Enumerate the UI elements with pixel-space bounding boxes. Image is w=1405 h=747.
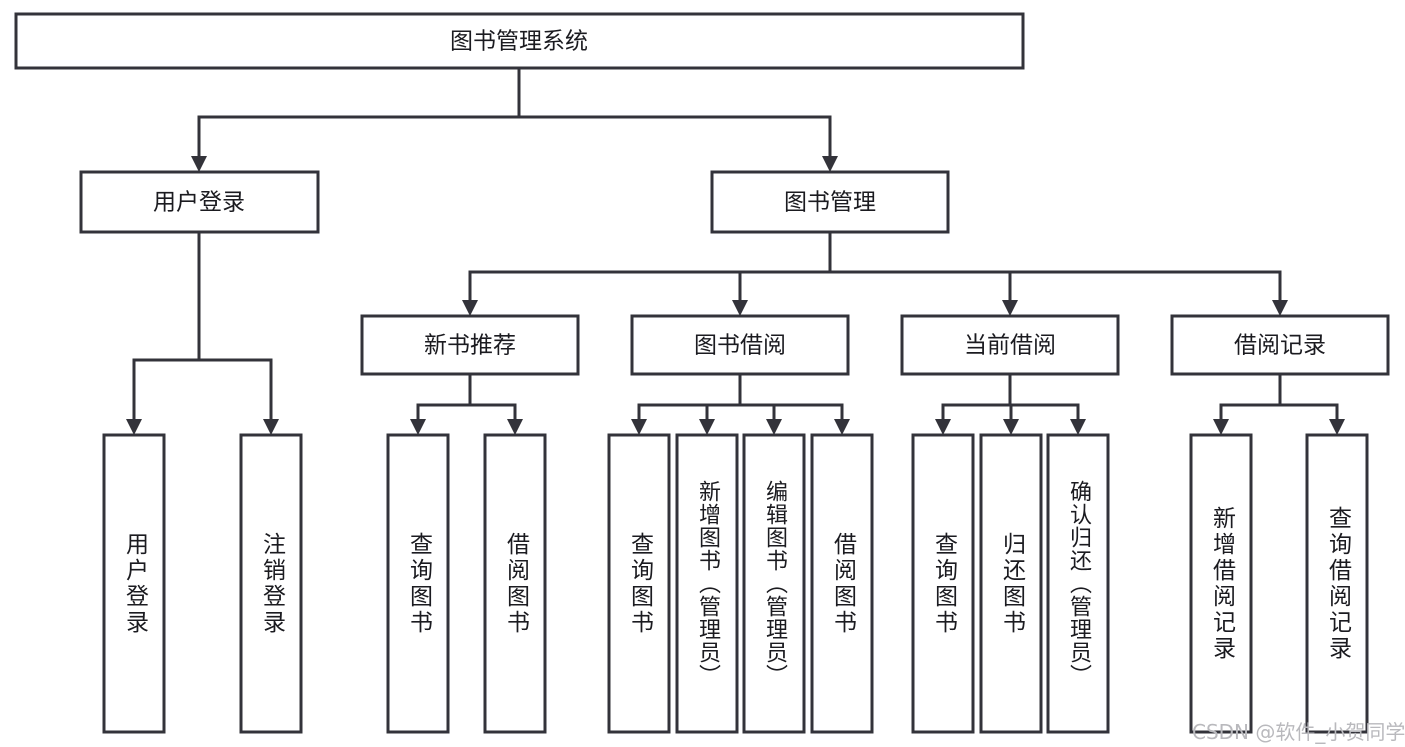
l3-0-branch-arrow-0-head [410, 419, 426, 435]
l2-1-branch-arrow-3-head [1272, 300, 1288, 316]
node-leaf-6[interactable] [742, 433, 806, 734]
node-leaf-12[interactable] [1305, 433, 1369, 734]
node-l3-label-0: 新书推荐 [424, 333, 516, 359]
l3-3-branch-arrow-0-head [1213, 419, 1229, 435]
l2-0-branch-arrow-1-head [263, 419, 279, 435]
node-l3-2[interactable] [900, 314, 1120, 376]
node-leaf-3[interactable] [483, 433, 547, 734]
root-branch-arrow-1-head [822, 156, 838, 172]
csdn-watermark: CSDN @软件_小贺同学 [1192, 720, 1405, 744]
l2-1-branch-arrow-2-head [1002, 300, 1018, 316]
node-leaf-4[interactable] [607, 433, 671, 734]
l3-2-branch-arrow-1-head [1003, 419, 1019, 435]
node-leaf-1[interactable] [239, 433, 303, 734]
node-l3-3[interactable] [1170, 314, 1390, 376]
node-l3-1[interactable] [630, 314, 850, 376]
node-root-label: 图书管理系统 [450, 29, 588, 55]
root-branch-arrow-0-head [191, 156, 207, 172]
node-leaf-5[interactable] [675, 433, 739, 734]
l2-1-branch-arrow-0-head [462, 300, 478, 316]
node-leaf-10[interactable] [1046, 433, 1110, 734]
node-leaf-8[interactable] [911, 433, 975, 734]
l3-2-branch-arrow-2-head [1070, 419, 1086, 435]
node-l3-0[interactable] [360, 314, 580, 376]
node-leaf-0[interactable] [102, 433, 166, 734]
l3-3-branch-arrow-1-head [1329, 419, 1345, 435]
l3-1-branch-arrow-1-head [699, 419, 715, 435]
node-root[interactable] [14, 12, 1025, 70]
node-l3-label-3: 借阅记录 [1234, 333, 1326, 359]
node-l2-0[interactable] [79, 170, 320, 234]
connectors-layer [126, 66, 1345, 435]
node-l3-label-2: 当前借阅 [964, 333, 1056, 359]
l3-2-branch-arrow-0-head [935, 419, 951, 435]
l3-0-branch-arrow-1-head [507, 419, 523, 435]
node-leaf-9[interactable] [979, 433, 1043, 734]
l2-0-branch-arrow-0-head [126, 419, 142, 435]
node-l2-1[interactable] [710, 170, 950, 234]
l3-1-branch-arrow-2-head [766, 419, 782, 435]
node-leaf-11[interactable] [1189, 433, 1253, 734]
node-leaf-2[interactable] [386, 433, 450, 734]
node-l2-label-1: 图书管理 [784, 190, 876, 216]
node-leaf-7[interactable] [810, 433, 874, 734]
l3-1-branch-arrow-0-head [631, 419, 647, 435]
node-l2-label-0: 用户登录 [153, 190, 245, 216]
l2-1-branch-arrow-1-head [732, 300, 748, 316]
node-l3-label-1: 图书借阅 [694, 333, 786, 359]
boxes-layer [14, 12, 1390, 734]
l3-1-branch-arrow-3-head [834, 419, 850, 435]
